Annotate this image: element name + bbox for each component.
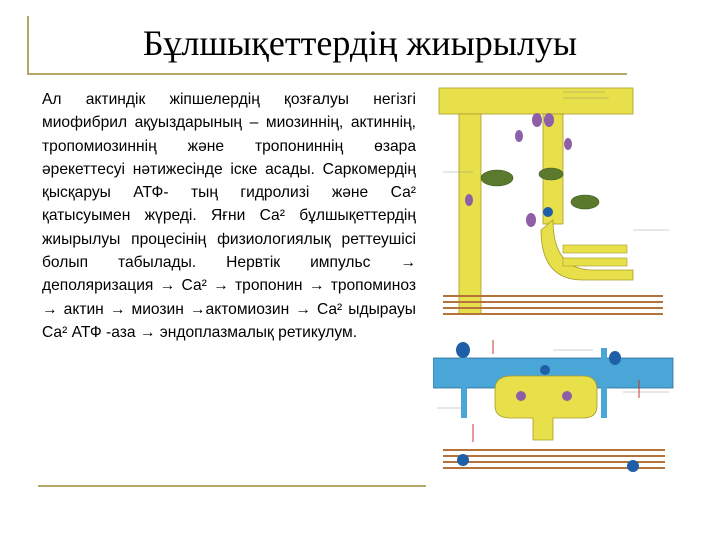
muscle-contraction-diagram — [433, 87, 674, 472]
slide-title: Бұлшықеттердің жиырылуы — [142, 23, 578, 63]
frame-bottom-line — [38, 485, 426, 487]
slide-body-text: Ал актиндік жіпшелердің қозғалуы негізгі… — [42, 91, 416, 341]
frame-vertical-line — [27, 16, 29, 74]
frame-horizontal-line — [27, 73, 627, 75]
